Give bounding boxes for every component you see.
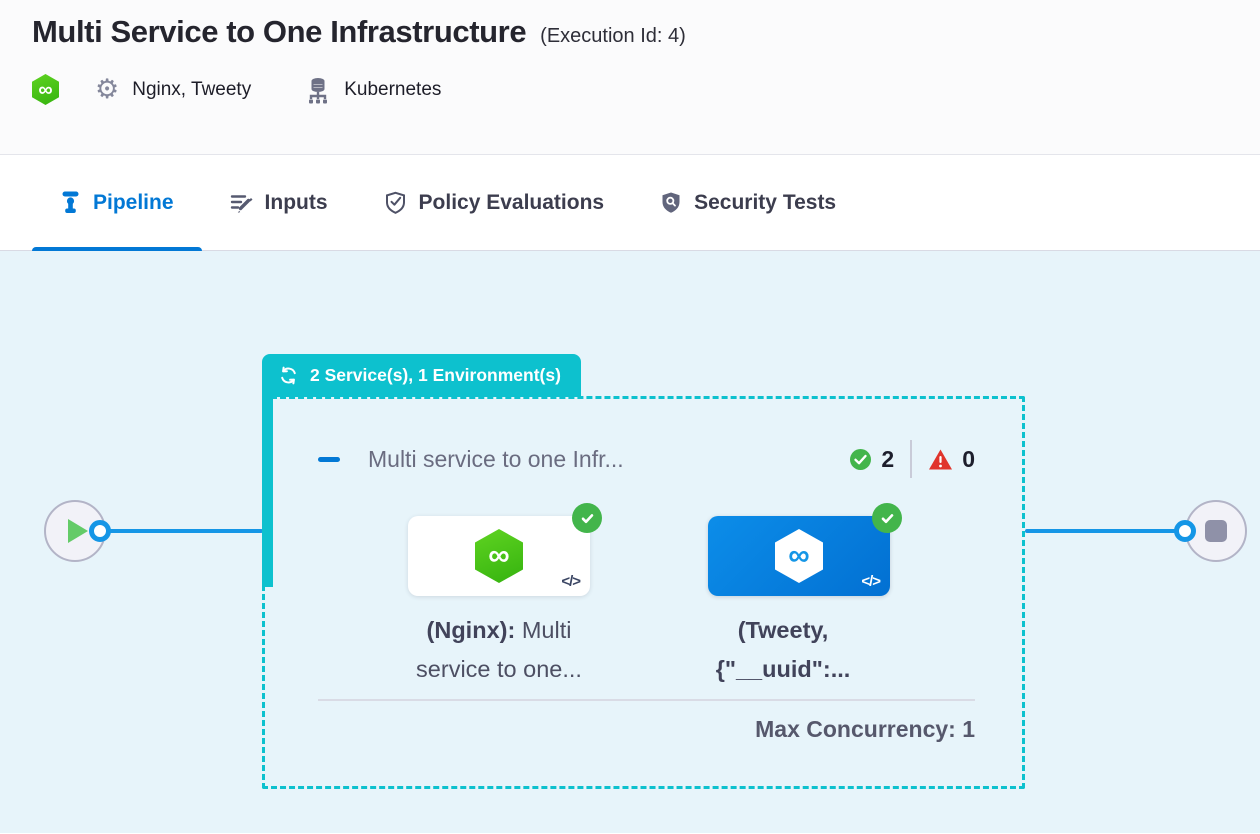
infrastructure-name: Kubernetes (344, 78, 442, 100)
gear-icon: ⚙ (95, 74, 120, 104)
page-title: Multi Service to One Infrastructure (32, 14, 527, 49)
check-icon (881, 513, 893, 523)
policy-shield-check-icon (385, 191, 405, 214)
stage-services-badge-label: 2 Service(s), 1 Environment(s) (310, 365, 561, 385)
execution-id: (Execution Id: 4) (540, 25, 686, 47)
harness-service-icon: ∞ (475, 529, 523, 583)
sync-icon (281, 366, 296, 385)
tab-policy-evaluations[interactable]: Policy Evaluations (356, 155, 633, 250)
error-count: 0 (962, 445, 975, 472)
check-icon (581, 513, 593, 523)
stage-status-counts: 2 0 (849, 440, 975, 478)
harness-service-icon: ∞ (775, 529, 823, 583)
stage-group-box[interactable]: Multi service to one Infr... 2 0 ∞ </> (262, 396, 1025, 789)
max-concurrency-label: Max Concurrency: 1 (755, 716, 975, 742)
stop-icon (1205, 520, 1227, 542)
execution-tabs: Pipeline Inputs Policy Evaluations Secur… (0, 155, 1260, 251)
title-row: Multi Service to One Infrastructure (Exe… (32, 14, 1236, 50)
start-node-port (89, 520, 111, 542)
collapse-stage-icon[interactable] (318, 456, 340, 462)
stage-divider (318, 699, 975, 701)
edge-stage-to-end (1025, 529, 1185, 533)
code-icon: </> (861, 573, 881, 590)
pipeline-icon (62, 191, 79, 213)
pipeline-canvas[interactable]: 2 Service(s), 1 Environment(s) Multi ser… (0, 251, 1260, 833)
play-icon (68, 519, 88, 543)
stage-header-row: Multi service to one Infr... 2 0 (318, 440, 975, 478)
success-status-badge (572, 503, 602, 533)
tab-security-tests[interactable]: Security Tests (632, 155, 864, 250)
success-status-badge (872, 503, 902, 533)
code-icon: </> (561, 573, 581, 590)
tab-pipeline[interactable]: Pipeline (32, 155, 202, 251)
tab-inputs[interactable]: Inputs (202, 155, 356, 250)
stage-left-accent-bar (262, 396, 273, 587)
tab-security-tests-label: Security Tests (694, 190, 837, 214)
success-count: 2 (881, 445, 895, 472)
services-names: Nginx, Tweety (132, 78, 252, 100)
stage-services-badge[interactable]: 2 Service(s), 1 Environment(s) (262, 354, 581, 397)
pipeline-end-node[interactable] (1185, 500, 1247, 562)
service-label-nginx: (Nginx): Multi service to one... (416, 617, 582, 682)
security-shield-search-icon (662, 192, 680, 213)
tab-inputs-label: Inputs (264, 190, 328, 214)
success-check-icon (850, 448, 872, 470)
end-node-port (1174, 520, 1196, 542)
stage-title[interactable]: Multi service to one Infr... (368, 445, 624, 472)
status-separator (910, 440, 913, 478)
service-label-tweety: (Tweety, {"__uuid":... (715, 617, 851, 682)
error-warning-icon (929, 449, 953, 469)
harness-logo-icon: ∞ (32, 74, 59, 105)
inputs-icon (230, 195, 253, 213)
service-node-nginx[interactable]: ∞ </> (408, 503, 602, 596)
tab-pipeline-label: Pipeline (93, 190, 174, 214)
service-node-tweety[interactable]: ∞ </> (708, 503, 902, 596)
tab-policy-evaluations-label: Policy Evaluations (418, 190, 605, 214)
edge-start-to-stage (100, 529, 263, 533)
execution-header: Multi Service to One Infrastructure (Exe… (0, 0, 1260, 155)
infrastructure-icon (309, 77, 328, 103)
execution-meta-row: ∞ ⚙ Nginx, Tweety Kubernetes (32, 74, 1236, 105)
